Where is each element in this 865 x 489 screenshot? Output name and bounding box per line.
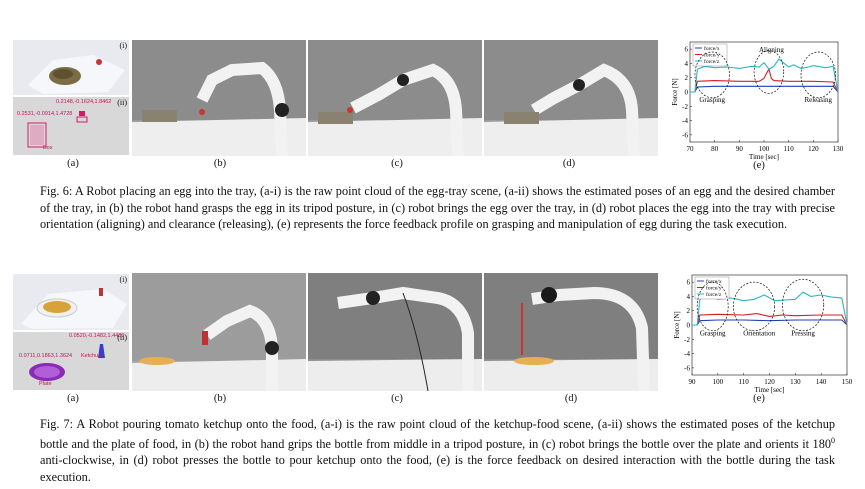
fig6-xtick-label: 70 xyxy=(687,145,695,153)
fig6-panel-mark-ii: (ii) xyxy=(117,98,127,107)
fig6-xtick-label: 130 xyxy=(833,145,844,153)
fig7-sublabel-c: (c) xyxy=(391,393,403,404)
fig7-sublabel-e: (e) xyxy=(753,393,765,404)
fig6-ytick-label: 4 xyxy=(685,60,689,68)
fig6-object-label: Box xyxy=(43,145,53,151)
fig7-ytick-label: 0 xyxy=(687,322,691,330)
fig6-xtick-label: 90 xyxy=(736,145,744,153)
fig6-xtick-label: 110 xyxy=(784,145,795,153)
fig7-pose-plate: 0.0711,0.1863,1.3624 xyxy=(19,353,73,359)
fig7-ytick-label: 4 xyxy=(687,293,691,301)
fig7-photo-orient xyxy=(308,273,482,391)
fig6-annotation-ellipse xyxy=(694,51,730,99)
fig7-xtick-label: 110 xyxy=(739,378,750,386)
fig7-legend-label: force/z xyxy=(706,291,722,298)
fig7-annotation-label: Grasping xyxy=(700,330,726,338)
fig7-legend-label: force/x xyxy=(706,278,722,285)
fig6-photo-grasp xyxy=(132,40,306,156)
fig7-ytick-label: -4 xyxy=(684,350,690,358)
fig6-ylabel: Force [N] xyxy=(671,78,679,105)
fig6-annotation-ellipse xyxy=(800,51,836,99)
fig7-series-force-x xyxy=(692,319,848,326)
fig6-ytick-label: 2 xyxy=(685,74,689,82)
fig7-label-plate: Plate xyxy=(39,381,52,387)
fig6-annotation-label: Grasping xyxy=(699,96,725,104)
fig7-point-cloud-raw: (i) xyxy=(13,274,129,330)
fig7-xtick-label: 100 xyxy=(713,378,724,386)
fig6-photo-place xyxy=(484,40,658,156)
fig6-point-cloud-raw: (i) xyxy=(13,40,129,95)
fig7-sublabel-b: (b) xyxy=(213,393,227,404)
fig7-ytick-label: 6 xyxy=(687,279,691,287)
fig6-pose-estimation: (ii) 0.2148,-0.1624,1.8462 0.2531,-0.091… xyxy=(13,97,129,155)
fig6-sublabel-e: (e) xyxy=(753,160,765,171)
fig6-legend-label: force/y xyxy=(704,52,720,59)
fig6-photo-bring xyxy=(308,40,482,156)
fig7-xtick-label: 130 xyxy=(790,378,801,386)
fig7-label-ketchup: Ketchup xyxy=(81,353,102,359)
fig6-ytick-label: 0 xyxy=(685,89,689,97)
fig7-caption-pre: Fig. 7: A Robot pouring tomato ketchup o… xyxy=(40,417,835,451)
fig6-annotation-ellipse xyxy=(753,50,785,94)
fig7-xtick-label: 120 xyxy=(764,378,775,386)
fig6-annotation-label: Aligning xyxy=(759,46,784,54)
fig7-ytick-label: -6 xyxy=(684,364,690,372)
fig7-panel-mark-i: (i) xyxy=(119,275,127,284)
fig7-annotation-label: Orientation xyxy=(743,330,775,338)
fig7-photo-press xyxy=(484,273,658,391)
fig6-xtick-label: 80 xyxy=(711,145,719,153)
fig6-ytick-label: 6 xyxy=(685,46,689,54)
fig6-xlabel: Time [sec] xyxy=(749,153,779,161)
fig6-pose-egg: 0.2148,-0.1624,1.8462 xyxy=(56,99,112,105)
fig7-annotation-ellipse xyxy=(782,278,825,332)
fig7-ytick-label: -2 xyxy=(684,336,690,344)
fig6-legend-label: force/z xyxy=(704,58,720,65)
fig6-panel-mark-i: (i) xyxy=(119,41,127,50)
fig7-sublabel-d: (d) xyxy=(564,393,578,404)
fig6-ytick-label: -6 xyxy=(682,131,688,139)
fig6-annotation-label: Releasing xyxy=(804,96,832,104)
fig6-ytick-label: -4 xyxy=(682,117,688,125)
fig6-legend-label: force/x xyxy=(704,45,720,52)
fig7-ytick-label: 2 xyxy=(687,307,691,315)
fig6-caption: Fig. 6: A Robot placing an egg into the … xyxy=(40,184,835,231)
fig6-xtick-label: 100 xyxy=(759,145,770,153)
fig6-series-force-y xyxy=(690,67,839,93)
fig7-photo-grip xyxy=(132,273,306,391)
fig7-legend-label: force/y xyxy=(706,285,722,292)
fig7-caption-post: anti-clockwise, in (d) robot presses the… xyxy=(40,453,835,484)
fig6-pose-chamber: 0.2531,-0.0914,1.4728 xyxy=(17,111,73,117)
fig6-sublabel-b: (b) xyxy=(213,158,227,169)
fig7-caption: Fig. 7: A Robot pouring tomato ketchup o… xyxy=(40,416,835,485)
fig7-xlabel: Time [sec] xyxy=(755,386,785,394)
fig7-pose-estimation: (ii) 0.0520,-0.1482,1.4486 0.0711,0.1863… xyxy=(13,332,129,390)
fig7-sublabel-a: (a) xyxy=(67,393,79,404)
fig7-xtick-label: 140 xyxy=(816,378,827,386)
fig7-annotation-ellipse xyxy=(732,281,776,332)
fig7-annotation-label: Pressing xyxy=(791,330,815,338)
fig7-xtick-label: 150 xyxy=(842,378,853,386)
fig7-caption-sup: 0 xyxy=(831,435,835,445)
fig7-pose-ketchup: 0.0520,-0.1482,1.4486 xyxy=(69,333,125,339)
fig6-series-force-z xyxy=(690,58,839,93)
fig6-sublabel-c: (c) xyxy=(391,158,403,169)
fig6-xtick-label: 120 xyxy=(808,145,819,153)
fig7-xtick-label: 90 xyxy=(689,378,697,386)
fig7-panel-mark-ii: (ii) xyxy=(117,333,127,342)
fig7-ylabel: Force [N] xyxy=(673,311,681,338)
fig6-sublabel-a: (a) xyxy=(67,158,79,169)
fig7-series-force-y xyxy=(692,313,848,326)
fig6-series-force-x xyxy=(690,85,839,93)
fig6-ytick-label: -2 xyxy=(682,103,688,111)
fig6-sublabel-d: (d) xyxy=(562,158,576,169)
